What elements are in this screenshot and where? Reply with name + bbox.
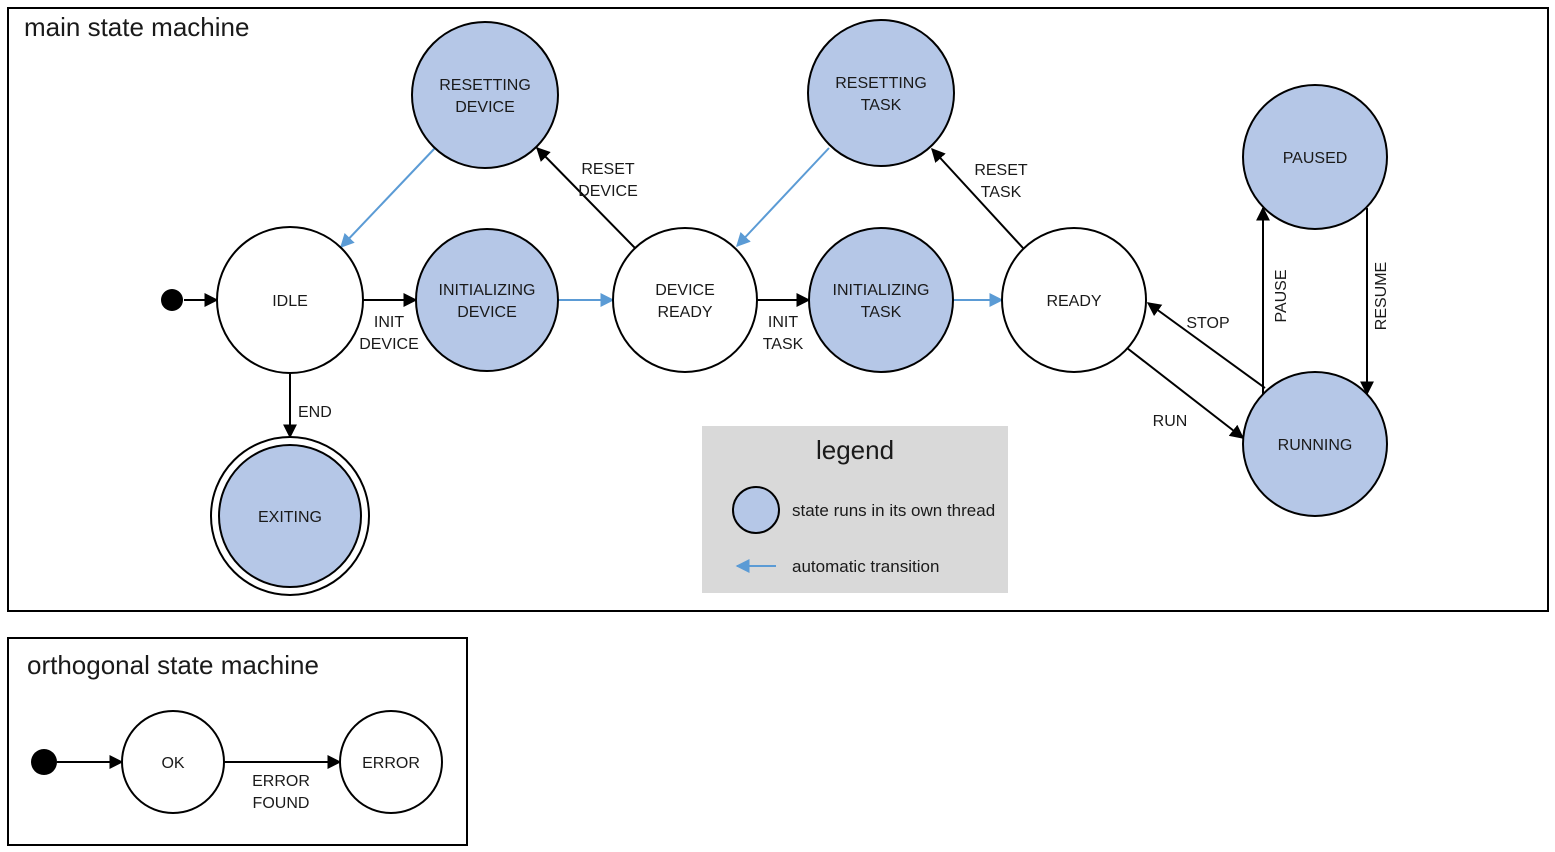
main-state-machine-panel: main state machine INIT DEVICE INIT TASK…	[7, 7, 1549, 612]
transition-init-device-label-line1: INIT	[374, 314, 404, 331]
transition-reset-task-label-line1: RESET	[974, 162, 1028, 179]
state-device-ready-label-line1: DEVICE	[655, 282, 715, 299]
orthogonal-initial-state-dot	[31, 749, 57, 775]
state-ready: READY	[1001, 227, 1147, 373]
state-paused-label: PAUSED	[1283, 150, 1348, 167]
state-initializing-device: INITIALIZING DEVICE	[415, 228, 559, 372]
state-exiting-label: EXITING	[258, 509, 322, 526]
state-resetting-device-label-line1: RESETTING	[439, 77, 531, 94]
state-initializing-device-label-line1: INITIALIZING	[439, 282, 536, 299]
state-initializing-task-label-line2: TASK	[861, 304, 902, 321]
state-resetting-task-label-line2: TASK	[861, 97, 902, 114]
transition-pause-label: PAUSE	[1273, 269, 1290, 322]
state-running: RUNNING	[1242, 371, 1388, 517]
transition-init-task-label-line2: TASK	[763, 336, 804, 353]
transition-run-label: RUN	[1153, 413, 1188, 430]
state-initializing-task: INITIALIZING TASK	[808, 227, 954, 373]
transition-error-found-label-line2: FOUND	[253, 795, 310, 812]
transition-error-found-label-line1: ERROR	[252, 773, 310, 790]
transition-init-task-label-line1: INIT	[768, 314, 798, 331]
transition-init-device-label-line2: DEVICE	[359, 336, 419, 353]
transition-reset-device-label-line1: RESET	[581, 161, 635, 178]
state-resetting-device: RESETTING DEVICE	[411, 21, 559, 169]
transition-stop-label: STOP	[1186, 315, 1229, 332]
transition-auto-resetdevice-to-idle-arrow	[340, 147, 436, 249]
state-initializing-device-label-line2: DEVICE	[457, 304, 517, 321]
transition-reset-task-label-line2: TASK	[981, 184, 1022, 201]
state-resetting-task: RESETTING TASK	[807, 19, 955, 167]
initial-state-dot	[161, 289, 183, 311]
transition-stop-arrow	[1146, 302, 1266, 389]
legend: legend state runs in its own thread auto…	[702, 426, 1008, 593]
state-paused: PAUSED	[1242, 84, 1388, 230]
transition-run-arrow	[1126, 347, 1245, 439]
state-exiting-final: EXITING	[210, 436, 370, 596]
transition-reset-device-arrow	[536, 147, 637, 250]
state-ready-label: READY	[1046, 293, 1101, 310]
legend-title: legend	[816, 435, 894, 465]
state-device-ready-label-line2: READY	[657, 304, 712, 321]
state-device-ready: DEVICE READY	[612, 227, 758, 373]
state-error: ERROR	[339, 710, 443, 814]
state-idle: IDLE	[216, 226, 364, 374]
state-error-label: ERROR	[362, 755, 420, 772]
main-panel-title: main state machine	[24, 12, 249, 42]
state-resetting-device-label-line2: DEVICE	[455, 99, 515, 116]
state-ok: OK	[121, 710, 225, 814]
legend-item-auto-label: automatic transition	[792, 557, 939, 576]
transition-auto-resettask-to-deviceready-arrow	[736, 147, 830, 248]
state-running-label: RUNNING	[1278, 437, 1353, 454]
transition-reset-task-arrow	[931, 147, 1024, 249]
state-initializing-task-label-line1: INITIALIZING	[833, 282, 930, 299]
transition-reset-device-label-line2: DEVICE	[578, 183, 638, 200]
legend-item-thread-label: state runs in its own thread	[792, 501, 995, 520]
transition-resume-label: RESUME	[1373, 262, 1390, 330]
final-state-inner-circle	[218, 444, 362, 588]
legend-thread-state-circle-icon	[732, 486, 780, 534]
transition-end-label: END	[298, 404, 332, 421]
state-resetting-task-label-line1: RESETTING	[835, 75, 927, 92]
state-idle-label: IDLE	[272, 293, 308, 310]
state-ok-label: OK	[161, 755, 184, 772]
orthogonal-panel-title: orthogonal state machine	[27, 650, 319, 680]
orthogonal-state-machine-panel: orthogonal state machine ERROR FOUND OK …	[7, 637, 468, 846]
